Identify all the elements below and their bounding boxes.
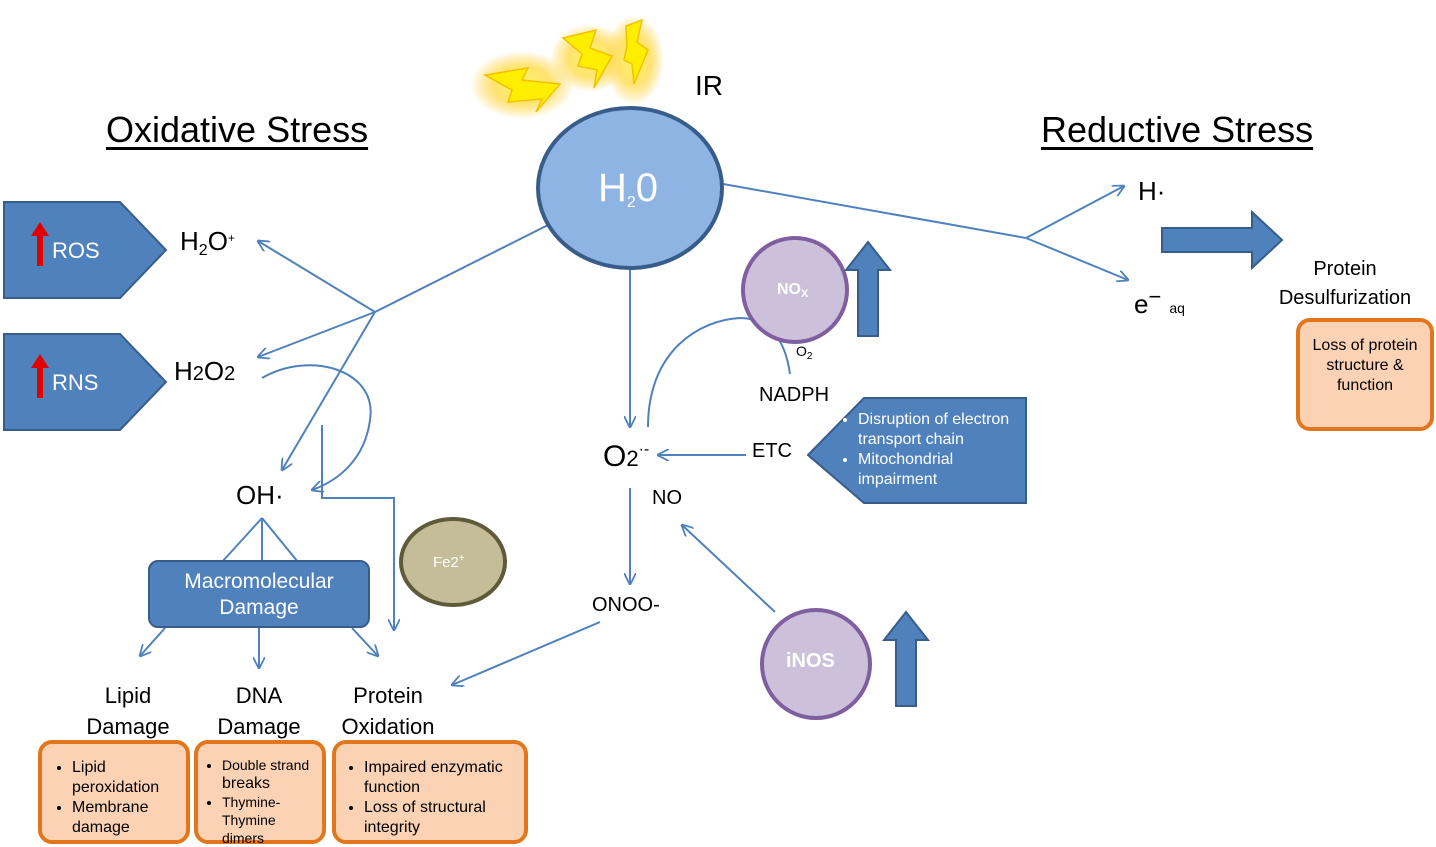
- h2o2-sub2: 2: [224, 363, 236, 385]
- water-symbol: H: [598, 166, 627, 210]
- electron-symbol: e: [1134, 289, 1149, 319]
- etc-disruption-list: Disruption of electron transport chain M…: [842, 410, 1024, 490]
- desulfurization-detail-text: Loss of protein structure & function: [1312, 337, 1418, 394]
- up-arrow-icon: [31, 222, 49, 266]
- rns-tag: [3, 333, 168, 431]
- o2-label: O2: [796, 343, 812, 362]
- h2o2-o: O: [203, 356, 225, 386]
- electron-charge: −: [1148, 284, 1162, 309]
- h2o-plus-h: H: [180, 226, 199, 256]
- etc-disruption-item: Mitochondrial impairment: [858, 450, 1024, 490]
- nox-circle: [741, 236, 849, 344]
- protein-detail-item: Impaired enzymatic function: [364, 758, 518, 798]
- ros-label: ROS: [52, 238, 100, 263]
- protein-detail-item: Loss of structural integrity: [364, 798, 518, 838]
- oh-radical-label: OH·: [236, 480, 284, 510]
- protein-oxidation-details: Impaired enzymatic function Loss of stru…: [332, 740, 528, 844]
- electron-subscript: aq: [1169, 300, 1185, 316]
- macromolecular-damage-box: Macromolecular Damage: [148, 560, 370, 628]
- dna-damage-details: Double strand breaks Thymine-Thymine dim…: [194, 740, 326, 847]
- macromolecular-damage-label: Macromolecular Damage: [184, 570, 334, 619]
- lipid-detail-item: Membrane damage: [72, 798, 178, 838]
- nox-label: NOX: [777, 281, 808, 300]
- ros-tag: [3, 201, 168, 299]
- nox-symbol: NO: [777, 281, 801, 298]
- fe-label: Fe2+: [433, 553, 465, 571]
- desulfurization-details: Loss of protein structure & function: [1296, 318, 1434, 431]
- h2o-plus-sub: 2: [198, 242, 208, 259]
- no-label: NO: [652, 487, 682, 509]
- etc-label: ETC: [752, 440, 792, 462]
- h2o2-label: H2O2: [174, 356, 235, 387]
- water-subscript: 2: [626, 194, 636, 211]
- superoxide-o: O: [603, 440, 627, 473]
- lipid-detail-item: Lipid peroxidation: [72, 758, 178, 798]
- reaction-arrows: [140, 181, 1128, 685]
- inos-label: iNOS: [786, 650, 835, 672]
- h-radical-label: H·: [1138, 176, 1166, 206]
- dna-damage-label: DNA Damage: [217, 683, 301, 739]
- superoxide-sub: 2: [626, 446, 639, 471]
- protein-desulfurization-label: Protein Desulfurization: [1278, 258, 1412, 309]
- inos-up-arrow-icon: [881, 610, 931, 707]
- h2o2-sub1: 2: [192, 363, 204, 385]
- nox-subscript: X: [801, 288, 809, 300]
- h2o-plus-o: O: [207, 226, 228, 256]
- dna-detail-text: Double strand: [222, 757, 310, 773]
- superoxide-label: O2·-: [603, 440, 649, 474]
- etc-disruption-shape: [806, 397, 1027, 504]
- lightning-icon: [470, 15, 664, 119]
- h2o-plus-sup: +: [227, 231, 235, 245]
- dna-detail-text-tail: breaks: [222, 775, 271, 792]
- hydrated-electron-label: e−aq: [1134, 284, 1185, 320]
- o2-sub: 2: [806, 351, 813, 362]
- o2-o: O: [796, 343, 807, 359]
- h2o-plus-label: H2O+: [180, 226, 235, 260]
- etc-disruption-item: Disruption of electron transport chain: [858, 410, 1024, 450]
- fe-symbol: Fe2: [433, 554, 459, 571]
- ir-label: IR: [695, 70, 723, 101]
- oxidative-stress-heading: Oxidative Stress: [106, 109, 369, 150]
- water-label: H20: [598, 166, 658, 212]
- superoxide-sup: ·-: [638, 441, 650, 458]
- up-arrow-icon: [31, 354, 49, 398]
- reductive-stress-heading: Reductive Stress: [1041, 109, 1314, 150]
- onoo-label: ONOO-: [592, 594, 660, 616]
- nox-up-arrow-icon: [843, 240, 893, 337]
- lipid-damage-label: Lipid Damage: [86, 683, 170, 739]
- dna-detail-item: Double strand breaks: [222, 756, 316, 793]
- dna-detail-item: Thymine-Thymine dimers: [222, 793, 316, 847]
- fe-superscript: +: [458, 553, 465, 564]
- water-symbol-end: 0: [635, 166, 659, 210]
- inos-circle: [760, 608, 872, 720]
- water-ellipse: [536, 106, 724, 270]
- fe-circle: [399, 517, 507, 607]
- desulfurization-arrow-icon: [1161, 209, 1284, 271]
- protein-oxidation-label: Protein Oxidation: [341, 683, 435, 739]
- lipid-damage-details: Lipid peroxidation Membrane damage: [38, 740, 190, 844]
- rns-label: RNS: [52, 370, 99, 395]
- nadph-label: NADPH: [759, 384, 830, 406]
- h2o2-h: H: [174, 356, 193, 386]
